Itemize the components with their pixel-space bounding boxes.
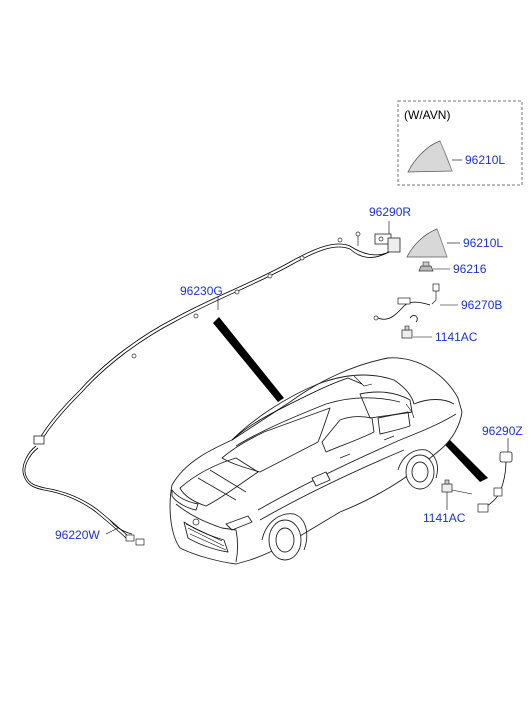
svg-text:96220W: 96220W bbox=[55, 528, 100, 542]
part-label-96210l[interactable]: 96210L bbox=[463, 236, 503, 250]
avn-inset: (W/AVN) 96210L bbox=[397, 100, 523, 186]
svg-text:96270B: 96270B bbox=[461, 298, 502, 312]
shark-fin-antenna bbox=[406, 228, 448, 258]
antenna-bracket-side bbox=[477, 451, 513, 513]
part-label-96220w[interactable]: 96220W bbox=[55, 528, 100, 542]
part-label-96230g[interactable]: 96230G bbox=[180, 284, 223, 298]
callout-wedge-roof bbox=[213, 317, 284, 402]
part-label-96210l-avn[interactable]: 96210L bbox=[465, 153, 505, 167]
bolt-side bbox=[441, 479, 473, 495]
inset-title: (W/AVN) bbox=[404, 108, 450, 122]
svg-text:96230G: 96230G bbox=[180, 284, 223, 298]
svg-text:96216: 96216 bbox=[453, 262, 487, 276]
svg-text:1141AC: 1141AC bbox=[435, 330, 478, 344]
part-label-1141ac-rear[interactable]: 1141AC bbox=[435, 330, 478, 344]
shark-fin-antenna-avn bbox=[407, 140, 453, 173]
part-label-96290r[interactable]: 96290R bbox=[369, 205, 411, 219]
antenna-bracket-rear bbox=[374, 233, 401, 253]
part-label-96290z[interactable]: 96290Z bbox=[482, 424, 523, 438]
bolt-rear bbox=[401, 325, 413, 339]
roof-antenna-cable bbox=[33, 231, 390, 445]
part-label-1141ac-side[interactable]: 1141AC bbox=[423, 511, 466, 525]
antenna-cable-rear bbox=[373, 283, 440, 323]
svg-text:96210L: 96210L bbox=[463, 236, 503, 250]
antenna-nut bbox=[418, 261, 434, 272]
part-label-96216[interactable]: 96216 bbox=[453, 262, 487, 276]
svg-text:96290Z: 96290Z bbox=[482, 424, 523, 438]
svg-text:96290R: 96290R bbox=[369, 205, 411, 219]
main-antenna-cable bbox=[22, 445, 145, 546]
part-label-96270b[interactable]: 96270B bbox=[461, 298, 502, 312]
svg-text:1141AC: 1141AC bbox=[423, 511, 466, 525]
car-illustration bbox=[169, 357, 463, 565]
svg-text:96210L: 96210L bbox=[465, 153, 505, 167]
